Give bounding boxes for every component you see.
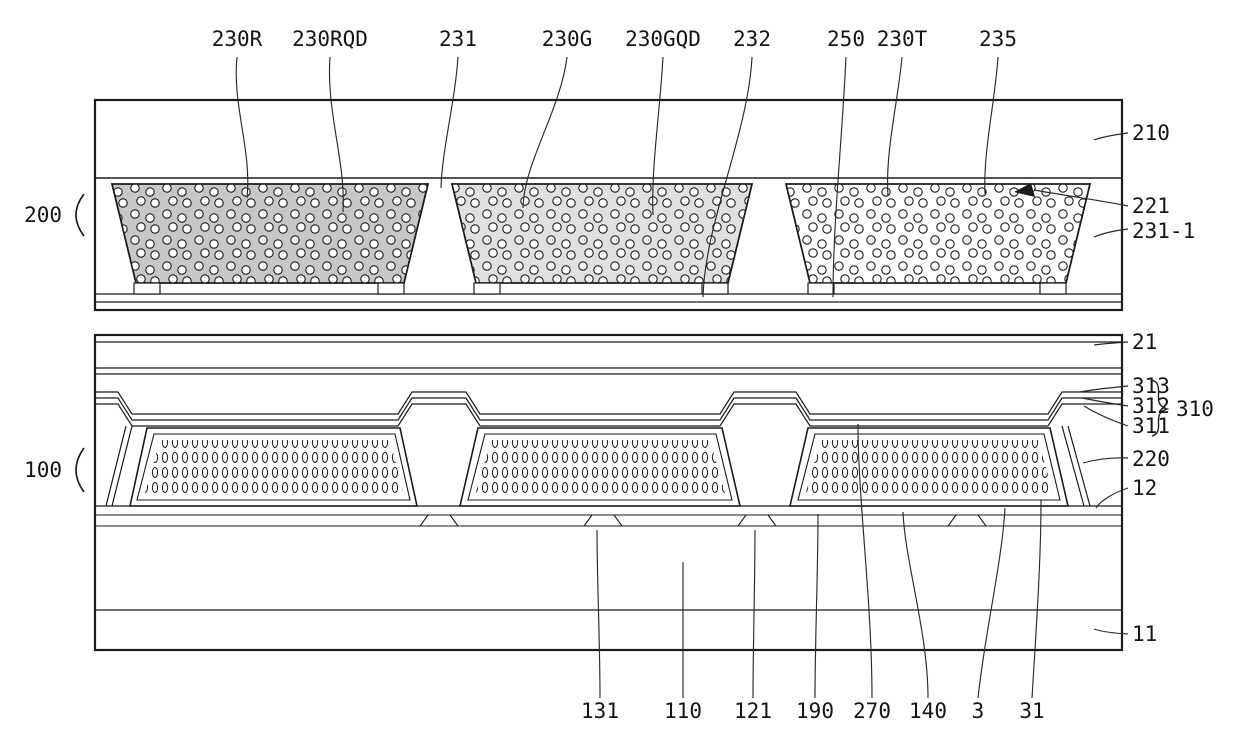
- label-221: 221: [1132, 194, 1170, 218]
- label-31: 31: [1019, 699, 1044, 723]
- label-3: 3: [972, 699, 985, 723]
- brace-310: [1151, 379, 1170, 437]
- contact-tabs: [418, 514, 988, 527]
- labels-left: 200 100: [24, 203, 62, 482]
- upper-panel: [93, 98, 1124, 312]
- lead-313: [1079, 385, 1129, 393]
- left-wall-line: [105, 425, 127, 507]
- lead-3: [977, 507, 1006, 699]
- lead-220: [1082, 457, 1129, 464]
- cup-foot: [807, 282, 835, 295]
- label-230RQD: 230RQD: [292, 27, 368, 51]
- label-230G: 230G: [542, 27, 593, 51]
- lead-235: [984, 56, 999, 195]
- contact-tab: [582, 514, 624, 527]
- braces: [75, 193, 1170, 493]
- labels-bottom: 131 110 121 190 270 140 3 31: [581, 699, 1045, 723]
- label-12: 12: [1132, 476, 1157, 500]
- label-250: 250: [827, 27, 865, 51]
- lead-230R: [235, 56, 249, 199]
- edge-walls-220: [105, 425, 1091, 507]
- led-structure-2: [458, 427, 742, 507]
- label-313: 313: [1132, 374, 1170, 398]
- label-232: 232: [733, 27, 771, 51]
- label-121: 121: [734, 699, 772, 723]
- label-311: 311: [1132, 414, 1170, 438]
- label-312: 312: [1132, 394, 1170, 418]
- qd-cup-transparent: [784, 183, 1092, 295]
- label-131: 131: [581, 699, 619, 723]
- brace-100: [75, 447, 85, 493]
- encapsulation-stack-310: [95, 391, 1122, 427]
- led-structure-1: [129, 427, 418, 507]
- contact-tab: [736, 514, 778, 527]
- lead-210: [1093, 132, 1129, 141]
- lead-230T: [886, 56, 903, 197]
- label-310: 310: [1176, 397, 1214, 421]
- label-230R: 230R: [212, 27, 263, 51]
- cup-foot: [1039, 282, 1067, 295]
- lead-140: [902, 511, 929, 699]
- lower-panel: [93, 333, 1124, 652]
- label-231-1: 231-1: [1132, 219, 1195, 243]
- right-wall-line: [1061, 425, 1085, 507]
- label-190: 190: [796, 699, 834, 723]
- lead-190: [814, 513, 819, 699]
- layer-311-line: [95, 403, 1122, 427]
- label-100: 100: [24, 458, 62, 482]
- lead-230RQD: [328, 56, 344, 213]
- lead-11: [1093, 628, 1129, 635]
- lead-221: [1033, 189, 1129, 207]
- cup-foot: [133, 282, 161, 295]
- lead-121: [752, 529, 756, 699]
- lead-lines: [235, 56, 1129, 699]
- lead-221-arrowhead: [1014, 183, 1035, 197]
- label-21: 21: [1132, 330, 1157, 354]
- label-210: 210: [1132, 121, 1170, 145]
- brace-200: [75, 193, 85, 237]
- label-110: 110: [664, 699, 702, 723]
- label-220: 220: [1132, 447, 1170, 471]
- led-structure-3: [788, 427, 1070, 507]
- qd-cup-red: [110, 183, 430, 295]
- labels-top: 230R 230RQD 231 230G 230GQD 232 250 230T…: [212, 27, 1017, 51]
- contact-tab: [418, 514, 460, 527]
- lower-panel-outline: [93, 333, 1124, 652]
- lead-31: [1031, 499, 1042, 699]
- label-11: 11: [1132, 622, 1157, 646]
- left-wall-line: [111, 425, 133, 507]
- lead-131: [596, 529, 601, 699]
- cup-foot: [377, 282, 405, 295]
- layer-313-line: [95, 391, 1122, 415]
- contact-tab: [946, 514, 988, 527]
- lead-270: [857, 423, 873, 699]
- right-wall-line: [1067, 425, 1091, 507]
- lead-231: [440, 56, 459, 189]
- label-270: 270: [853, 699, 891, 723]
- label-230GQD: 230GQD: [625, 27, 701, 51]
- label-230T: 230T: [877, 27, 928, 51]
- labels-right: 210 221 231-1 21 313 312 311 310 220 12 …: [1132, 121, 1214, 646]
- layer-312-line: [95, 397, 1122, 421]
- lead-230GQD: [652, 56, 664, 216]
- qd-cup-green: [450, 183, 754, 295]
- lead-232: [702, 56, 753, 298]
- lead-12: [1095, 487, 1129, 509]
- cup-foot: [701, 282, 729, 295]
- label-231: 231: [439, 27, 477, 51]
- lead-230G: [522, 56, 568, 209]
- lead-231-1: [1093, 228, 1129, 238]
- cup-foot: [473, 282, 501, 295]
- label-200: 200: [24, 203, 62, 227]
- label-140: 140: [909, 699, 947, 723]
- lead-311: [1083, 405, 1129, 427]
- lead-250: [832, 56, 847, 298]
- label-235: 235: [979, 27, 1017, 51]
- lead-21: [1093, 341, 1129, 346]
- lead-312: [1081, 397, 1129, 407]
